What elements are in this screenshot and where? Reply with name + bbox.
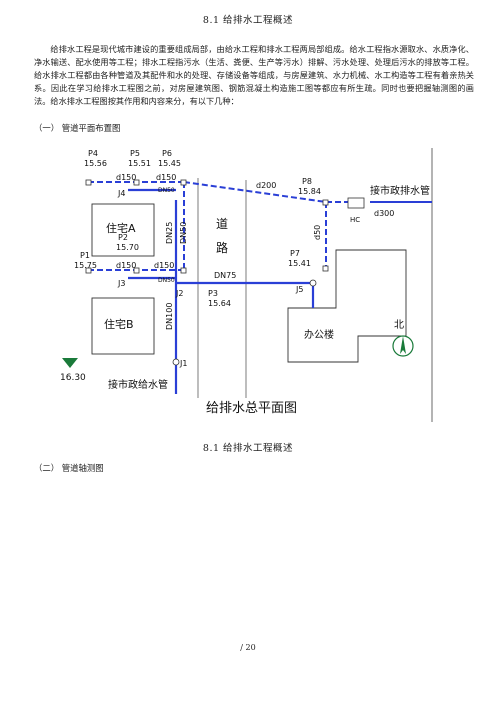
label-p5: P5 bbox=[130, 149, 140, 158]
label-p5-elev: 15.51 bbox=[128, 159, 151, 168]
label-p7: P7 bbox=[290, 249, 300, 258]
label-j5: J5 bbox=[295, 285, 303, 294]
label-j3: J3 bbox=[117, 279, 125, 288]
label-p4-elev: 15.56 bbox=[84, 159, 107, 168]
label-j4: J4 bbox=[117, 189, 125, 198]
label-pipe-1: d150 bbox=[116, 173, 136, 182]
building-a bbox=[91, 203, 155, 257]
label-j1: J1 bbox=[179, 359, 187, 368]
label-road-2: 路 bbox=[216, 240, 228, 255]
pit-markers bbox=[85, 179, 365, 274]
intro-paragraph: 给排水工程是现代城市建设的重要组成局部，由给水工程和排水工程两局部组成。给水工程… bbox=[34, 44, 474, 106]
label-pipe-9: DN50 bbox=[179, 222, 188, 244]
label-p8-elev: 15.84 bbox=[298, 187, 321, 196]
label-p6: P6 bbox=[162, 149, 172, 158]
elevation-triangle-icon bbox=[62, 358, 78, 368]
label-pipe-2: d150 bbox=[156, 173, 176, 182]
label-pipe-13: DN50 bbox=[158, 277, 175, 284]
label-elevation: 16.30 bbox=[60, 373, 86, 383]
label-pipe-10: DN75 bbox=[214, 271, 236, 280]
label-p1-elev: 15.75 bbox=[74, 261, 97, 270]
office-building bbox=[287, 249, 407, 363]
label-pipe-3: d150 bbox=[116, 261, 136, 270]
label-supply-city: 接市政给水管 bbox=[108, 378, 168, 391]
label-building-a: 住宅A bbox=[106, 221, 136, 235]
figure-title: 给排水总平面图 bbox=[206, 401, 297, 416]
valve-j1 bbox=[172, 358, 180, 366]
label-p2-elev: 15.70 bbox=[116, 243, 139, 252]
site-plan-figure: 住宅A 住宅B 办公楼 道 路 北 16.30 P4 15.56 P5 15.5… bbox=[60, 148, 433, 422]
label-j2: J2 bbox=[175, 289, 183, 298]
label-pipe-11: DN100 bbox=[165, 303, 174, 330]
label-p2: P2 bbox=[118, 233, 128, 242]
valve-j5 bbox=[309, 279, 317, 287]
label-pipe-7: d50 bbox=[313, 225, 322, 240]
label-p3-elev: 15.64 bbox=[208, 299, 231, 308]
label-p4: P4 bbox=[88, 149, 98, 158]
label-drain-city: 接市政排水管 bbox=[370, 184, 430, 197]
label-p8: P8 bbox=[302, 177, 312, 186]
label-p6-elev: 15.45 bbox=[158, 159, 181, 168]
label-p1: P1 bbox=[80, 251, 90, 260]
label-pipe-4: d150 bbox=[154, 261, 174, 270]
building-b bbox=[91, 297, 155, 355]
label-pipe-12: DN50 bbox=[158, 187, 175, 194]
label-p7-elev: 15.41 bbox=[288, 259, 311, 268]
page-heading-top: 8.1 给排水工程概述 bbox=[202, 15, 294, 26]
label-building-b: 住宅B bbox=[104, 317, 134, 331]
label-office: 办公楼 bbox=[304, 328, 334, 341]
supply-lines bbox=[128, 188, 315, 372]
label-hc: HC bbox=[350, 216, 360, 224]
label-pipe-6: d300 bbox=[374, 209, 394, 218]
label-p3: P3 bbox=[208, 289, 218, 298]
label-pipe-5: d200 bbox=[256, 181, 276, 190]
label-pipe-8: DN25 bbox=[165, 222, 174, 244]
section-heading-axonometric: （二） 管道轴测图 bbox=[34, 463, 104, 473]
section-heading-plan: （一） 管道平面布置图 bbox=[34, 123, 121, 133]
page-heading-mid: 8.1 给排水工程概述 bbox=[202, 443, 294, 454]
label-road-1: 道 bbox=[216, 217, 228, 231]
page-number: / 20 bbox=[240, 643, 256, 652]
label-north: 北 bbox=[394, 319, 404, 331]
